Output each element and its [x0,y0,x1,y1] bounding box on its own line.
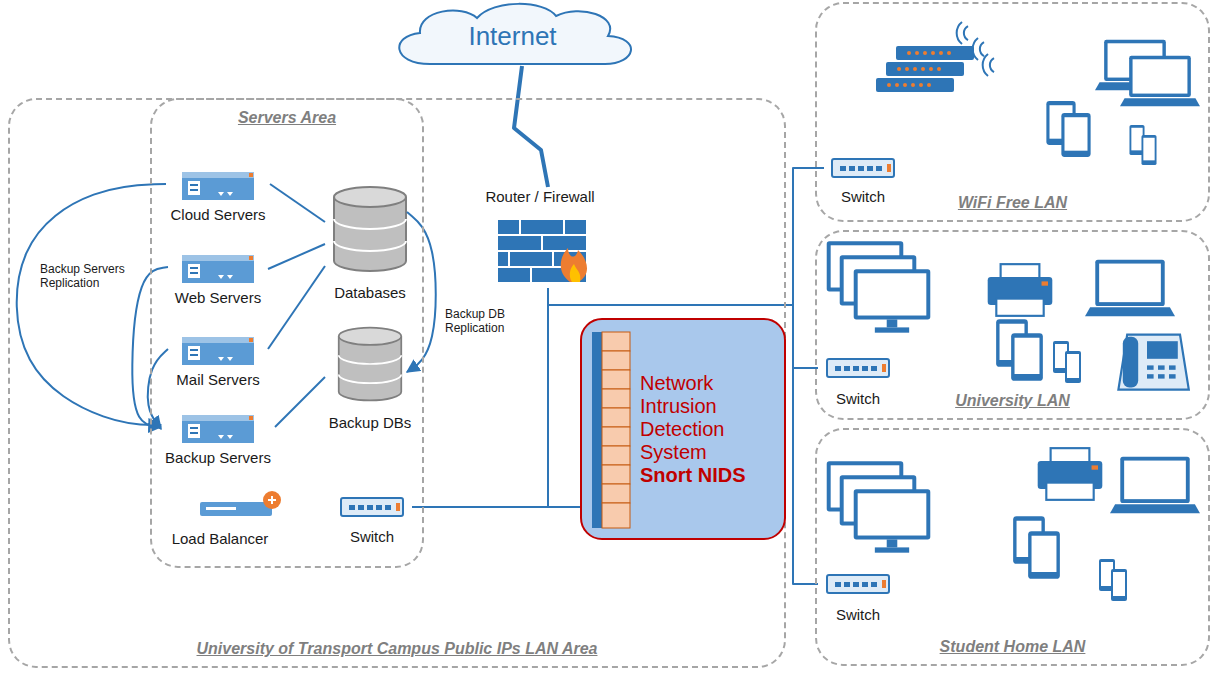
device-node: Switch [824,156,902,206]
annotation-label: Backup DB Replication [445,307,525,335]
node-label: WiFi Free LAN [958,193,1067,212]
device-node: Cloud Servers [166,170,270,224]
network-area: SwitchStudent Home LAN [815,428,1210,666]
network-area: Cloud ServersWeb ServersMail ServersBack… [8,98,786,668]
connector-line [270,184,325,222]
node-label: Internet [468,21,556,51]
connector-line [275,377,325,427]
node-label: Switch [841,188,885,206]
node-label: Backup Servers [165,449,271,467]
internet-cloud: Internet [385,2,640,70]
connector-line [548,288,818,584]
node-label: Student Home LAN [940,637,1086,656]
network-area: Cloud ServersWeb ServersMail ServersBack… [150,98,424,568]
node-label: Web Servers [175,289,261,307]
node-label: Backup DBs [329,414,412,432]
device-node: Router / Firewall [478,188,602,288]
device-node: Mail Servers [168,335,268,389]
device-node: Load Balancer [160,492,280,548]
device-node: Switch [818,572,898,624]
connector-line [548,288,818,368]
connector-line [268,266,325,349]
connector-line [17,184,166,425]
node-label: Databases [334,284,406,302]
node-label: University LAN [955,391,1070,410]
node-label: Servers Area [238,108,336,127]
device-node: Web Servers [168,253,268,307]
node-label: Network Intrusion Detection System [640,372,765,464]
node-label: Cloud Servers [170,206,265,224]
node-label: Load Balancer [172,530,269,548]
device-node: Backup DBs [325,322,415,432]
node-label: Snort NIDS [640,464,765,487]
device-node: Backup Servers [161,413,275,467]
nids-box: Network Intrusion Detection SystemSnort … [580,318,786,540]
node-label: Router / Firewall [485,188,594,206]
connector-line [548,288,580,507]
node-label: Switch [836,390,880,408]
node-label: Switch [350,528,394,546]
network-area: Switch University LAN [815,230,1210,420]
connector-line [412,288,548,507]
connector-line [268,244,325,269]
connector-line [514,66,548,187]
annotation-label: Backup Servers Replication [40,262,130,290]
device-node: Switch [332,494,412,546]
node-label: Switch [836,606,880,624]
node-label: University of Transport Campus Public IP… [197,639,598,658]
network-area: Switch WiFi Free LAN [815,2,1210,222]
device-node: Databases [325,182,415,302]
device-node: Switch [818,356,898,408]
connector-line [407,212,436,372]
node-label: Mail Servers [176,371,259,389]
